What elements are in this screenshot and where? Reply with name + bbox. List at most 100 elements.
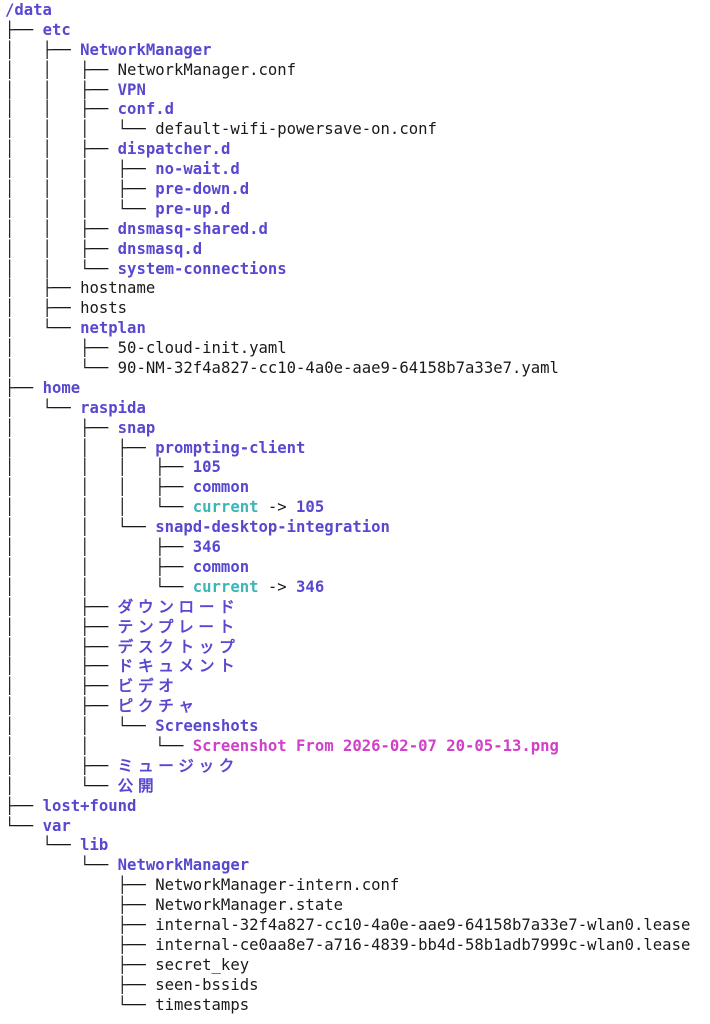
tree-branch-prefix: │ └──	[5, 359, 118, 378]
tree-branch-prefix: └──	[5, 816, 43, 835]
tree-branch-prefix: ├──	[5, 796, 43, 815]
tree-branch-prefix: │ │ ├──	[5, 140, 118, 159]
tree-branch-prefix: │ ├──	[5, 637, 118, 656]
tree-entry-file: ├── internal-32f4a827-cc10-4a0e-aae9-641…	[5, 915, 691, 936]
tree-branch-prefix: ├──	[5, 915, 156, 934]
directory-name: home	[42, 378, 81, 397]
tree-branch-prefix: │ │ ├──	[5, 538, 193, 557]
directory-name: raspida	[80, 398, 146, 417]
tree-entry-dir: │ ├── ダウンロード	[5, 598, 690, 618]
tree-branch-prefix: │ ├──	[5, 657, 118, 676]
tree-entry-link: │ │ │ └── current -> 105	[5, 498, 690, 518]
tree-branch-prefix: ├──	[5, 876, 156, 895]
tree-entry-dir: │ │ └── system-connections	[5, 260, 690, 280]
file-name: Screenshot From 2026-02-07 20-05-13.png	[192, 736, 559, 755]
tree-entry-dir: ├── lost+found	[5, 797, 690, 817]
tree-branch-prefix: ├──	[5, 896, 156, 915]
directory-name: common	[192, 478, 250, 497]
tree-entry-file: ├── NetworkManager-intern.conf	[5, 876, 690, 896]
tree-entry-dir: │ ├── ドキュメント	[5, 657, 690, 677]
tree-branch-prefix: │ ├──	[5, 339, 118, 358]
tree-entry-file: ├── seen-bssids	[5, 976, 690, 996]
directory-name: prompting-client	[155, 438, 306, 457]
tree-entry-dir: │ ├── ビデオ	[5, 677, 690, 697]
directory-name: lib	[80, 836, 109, 855]
tree-branch-prefix: │ ├──	[5, 418, 118, 437]
tree-entry-dir: │ │ │ └── pre-up.d	[5, 200, 690, 220]
tree-branch-prefix: │ ├──	[5, 597, 118, 616]
tree-branch-prefix: ├──	[5, 935, 156, 954]
tree-entry-dir: │ ├── snap	[5, 419, 690, 439]
tree-branch-prefix: │ └──	[5, 398, 81, 417]
directory-name: pre-down.d	[155, 180, 250, 199]
directory-name: 105	[192, 458, 221, 477]
tree-branch-prefix: │ │ │ └──	[5, 498, 193, 517]
tree-entry-dir: │ ├── NetworkManager	[5, 41, 690, 61]
tree-branch-prefix: │ │ │ ├──	[5, 478, 193, 497]
tree-branch-prefix: │ ├──	[5, 299, 81, 318]
tree-entry-file: │ │ ├── NetworkManager.conf	[5, 61, 690, 81]
tree-entry-dir: │ └── raspida	[5, 399, 690, 419]
tree-branch-prefix: │ │ │ └──	[5, 120, 156, 139]
tree-branch-prefix: │ │ │ ├──	[5, 458, 193, 477]
tree-branch-prefix: │ │ └──	[5, 717, 156, 736]
file-name: NetworkManager-intern.conf	[155, 876, 400, 895]
file-name: 90-NM-32f4a827-cc10-4a0e-aae9-64158b7a33…	[117, 359, 559, 378]
tree-entry-dir: │ │ ├── VPN	[5, 81, 690, 101]
directory-name: snapd-desktop-integration	[155, 518, 390, 537]
tree-entry-dir: │ │ ├── conf.d	[5, 100, 690, 120]
tree-entry-dir: │ │ ├── 346	[5, 538, 690, 558]
tree-branch-prefix: │ ├──	[5, 279, 81, 298]
tree-entry-dir: │ │ │ ├── common	[5, 478, 690, 498]
tree-entry-dir: └── NetworkManager	[5, 856, 690, 876]
directory-name: snap	[117, 418, 156, 437]
symlink-arrow: ->	[258, 577, 297, 596]
tree-entry-dir: /data	[5, 1, 690, 21]
file-name: internal-ce0aa8e7-a716-4839-bb4d-58b1adb…	[155, 935, 691, 954]
tree-branch-prefix: │ ├──	[5, 677, 118, 696]
tree-entry-file: ├── internal-ce0aa8e7-a716-4839-bb4d-58b…	[5, 935, 691, 956]
directory-name: dnsmasq-shared.d	[117, 219, 268, 238]
tree-branch-prefix: │ │ └──	[5, 518, 156, 537]
tree-entry-file: └── timestamps	[5, 996, 690, 1016]
file-name: internal-32f4a827-cc10-4a0e-aae9-64158b7…	[155, 915, 691, 934]
tree-entry-file: │ ├── hostname	[5, 279, 690, 299]
tree-branch-prefix: ├──	[5, 20, 43, 39]
tree-entry-dir: │ ├── ミュージック	[5, 757, 690, 777]
tree-entry-dir: │ └── netplan	[5, 319, 690, 339]
file-name: secret_key	[155, 955, 250, 974]
directory-name: NetworkManager	[117, 856, 250, 875]
tree-branch-prefix: │ │ └──	[5, 577, 193, 596]
file-name: seen-bssids	[155, 975, 259, 994]
directory-name: lost+found	[42, 796, 137, 815]
tree-entry-dir: │ │ ├── common	[5, 558, 690, 578]
directory-name: conf.d	[117, 100, 175, 119]
tree-branch-prefix: │ │ ├──	[5, 219, 118, 238]
tree-entry-file: │ │ │ └── default-wifi-powersave-on.conf	[5, 120, 690, 140]
tree-entry-dir: │ │ └── Screenshots	[5, 717, 690, 737]
tree-branch-prefix: │ │ └──	[5, 736, 193, 755]
file-name: 50-cloud-init.yaml	[117, 339, 287, 358]
terminal-tree-output: /data├── etc│ ├── NetworkManager│ │ ├── …	[5, 1, 690, 1015]
directory-name: ダウンロード	[117, 597, 240, 616]
tree-entry-dir: └── var	[5, 817, 690, 837]
file-name: hosts	[80, 299, 128, 318]
symlink-arrow: ->	[258, 498, 297, 517]
tree-branch-prefix: │ │ ├──	[5, 438, 156, 457]
tree-branch-prefix: │ └──	[5, 776, 118, 795]
tree-entry-file: │ └── 90-NM-32f4a827-cc10-4a0e-aae9-6415…	[5, 359, 690, 379]
directory-name: デスクトップ	[117, 637, 240, 656]
directory-name: system-connections	[117, 259, 287, 278]
tree-branch-prefix: └──	[5, 836, 81, 855]
tree-entry-dir: ├── etc	[5, 21, 690, 41]
directory-name: var	[42, 816, 71, 835]
directory-name: /data	[5, 1, 52, 19]
directory-name: VPN	[117, 80, 146, 99]
symlink-target: 346	[296, 577, 325, 596]
directory-name: Screenshots	[155, 717, 259, 736]
tree-branch-prefix: ├──	[5, 975, 156, 994]
tree-entry-file: ├── secret_key	[5, 956, 690, 976]
tree-entry-dir: │ └── 公開	[5, 777, 690, 797]
tree-branch-prefix: │ │ │ ├──	[5, 180, 156, 199]
tree-branch-prefix: │ │ │ └──	[5, 199, 156, 218]
